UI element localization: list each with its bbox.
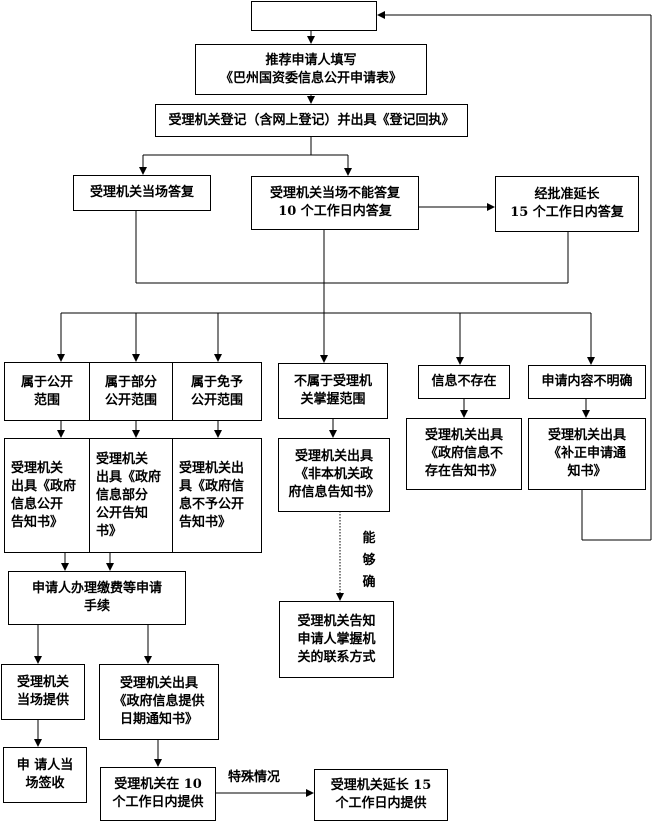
notice-notexist-box: 受理机关出具 《政府信息不 存在告知书》 — [406, 418, 522, 490]
not-in-scope-line-1: 不属于受理机 — [293, 374, 372, 389]
provide-15-box: 受理机关延长 15 个工作日内提供 — [314, 769, 448, 821]
date-notice-line-1: 受理机关出具 — [119, 676, 198, 691]
register-line-1: 受理机关登记（含网上登记）并出具《登记回执》 — [168, 112, 455, 128]
date-notice-line-2: 《政府信息提供 — [113, 694, 205, 709]
can-determine-label: 能 够 确 — [362, 528, 376, 594]
partial-scope-line-2: 公开范围 — [104, 392, 157, 408]
partial-scope-line-1: 属于部分 — [104, 374, 157, 390]
start-box — [251, 1, 377, 31]
provide-onsite-line-2: 当场提供 — [16, 693, 69, 708]
notice-nonorgan-box: 受理机关出具 《非本机关政 府信息告知书》 — [278, 438, 390, 512]
not-exist-line-1: 信息不存在 — [431, 374, 497, 389]
cannot-reply-box: 受理机关当场不能答复 10 个工作日内答复 — [251, 176, 419, 230]
notice-notexist-line-2: 《政府信息不 — [424, 446, 503, 461]
notice-nonorgan-line-2: 《非本机关政 — [294, 467, 373, 482]
notice-partial-line-2: 出具《政府 — [96, 469, 162, 485]
exempt-scope-box: 属于免予 公开范围 — [172, 362, 262, 421]
notice-partial-line-5: 书》 — [96, 523, 123, 539]
recommend-box: 推荐申请人填写 《巴州国资委信息公开申请表》 — [195, 44, 427, 95]
can-determine-char-2: 够 — [362, 553, 376, 568]
on-site-reply-box: 受理机关当场答复 — [73, 175, 211, 211]
fee-box: 申请人办理缴费等申请 手续 — [8, 571, 186, 625]
notice-partial-box: 受理机关 出具《政府 信息部分 公开告知 书》 — [89, 438, 173, 553]
notice-public-box: 受理机关 出具《政府 信息公开 告知书》 — [4, 438, 90, 553]
unclear-box: 申请内容不明确 — [528, 365, 646, 399]
notice-public-line-2: 出具《政府 — [11, 478, 77, 494]
fee-line-1: 申请人办理缴费等申请 — [31, 581, 162, 596]
can-determine-char-1: 能 — [362, 531, 376, 546]
notice-nonorgan-line-1: 受理机关出具 — [294, 449, 373, 464]
notice-public-line-1: 受理机关 — [11, 460, 64, 476]
unclear-line-1: 申请内容不明确 — [541, 374, 633, 389]
notice-partial-line-4: 公开告知 — [96, 505, 149, 521]
inform-contact-line-1: 受理机关告知 — [297, 613, 376, 629]
notice-exempt-line-2: 具《政府信 — [179, 478, 245, 494]
notice-partial-line-1: 受理机关 — [96, 451, 149, 467]
date-notice-box: 受理机关出具 《政府信息提供 日期通知书》 — [99, 664, 219, 740]
provide-onsite-box: 受理机关 当场提供 — [1, 664, 85, 720]
provide-10-line-1: 受理机关在 10 — [114, 777, 202, 792]
cannot-reply-line-1: 受理机关当场不能答复 — [269, 186, 400, 201]
inform-contact-line-3: 关的联系方式 — [297, 649, 376, 665]
notice-exempt-line-1: 受理机关出 — [179, 460, 245, 476]
notice-supplement-line-3: 知书》 — [567, 464, 607, 479]
provide-10-box: 受理机关在 10 个工作日内提供 — [100, 767, 216, 821]
not-in-scope-box: 不属于受理机 关掌握范围 — [278, 363, 388, 419]
date-notice-line-3: 日期通知书》 — [119, 712, 198, 727]
recommend-line-1: 推荐申请人填写 — [265, 52, 357, 68]
provide-15-line-1: 受理机关延长 15 — [330, 778, 432, 793]
inform-contact-box: 受理机关告知 申请人掌握机 关的联系方式 — [279, 601, 394, 678]
exempt-scope-line-2: 公开范围 — [190, 392, 243, 408]
extend-line-1: 经批准延长 — [534, 187, 600, 202]
public-scope-line-2: 范围 — [33, 392, 60, 408]
on-site-reply-line-1: 受理机关当场答复 — [89, 185, 194, 200]
extend-line-2: 15 个工作日内答复 — [510, 205, 624, 220]
notice-notexist-line-1: 受理机关出具 — [424, 428, 503, 443]
exempt-scope-line-1: 属于免予 — [190, 374, 243, 390]
notice-supplement-line-2: 《补正申请通 — [547, 446, 626, 461]
sign-line-1: 申 请人当 — [16, 758, 74, 773]
not-exist-box: 信息不存在 — [418, 365, 510, 399]
notice-partial-line-3: 信息部分 — [96, 487, 149, 503]
notice-supplement-box: 受理机关出具 《补正申请通 知书》 — [528, 418, 646, 490]
sign-box: 申 请人当 场签收 — [3, 747, 87, 803]
public-scope-line-1: 属于公开 — [20, 374, 73, 390]
notice-public-line-4: 告知书》 — [11, 514, 64, 530]
provide-15-line-2: 个工作日内提供 — [335, 796, 427, 811]
fee-line-2: 手续 — [83, 599, 110, 614]
notice-nonorgan-line-3: 府信息告知书》 — [288, 485, 380, 500]
notice-public-line-3: 信息公开 — [11, 496, 64, 512]
public-scope-box: 属于公开 范围 — [4, 362, 90, 421]
provide-onsite-line-1: 受理机关 — [16, 675, 69, 690]
not-in-scope-line-2: 关掌握范围 — [300, 392, 366, 407]
partial-scope-box: 属于部分 公开范围 — [89, 362, 173, 421]
recommend-line-2: 《巴州国资委信息公开申请表》 — [219, 70, 402, 86]
notice-supplement-line-1: 受理机关出具 — [547, 428, 626, 443]
special-case-label: 特殊情况 — [228, 770, 281, 785]
inform-contact-line-2: 申请人掌握机 — [297, 631, 376, 647]
can-determine-char-3: 确 — [362, 575, 376, 590]
extend-box: 经批准延长 15 个工作日内答复 — [495, 176, 639, 232]
notice-exempt-line-4: 告知书》 — [179, 514, 232, 530]
sign-line-2: 场签收 — [25, 776, 65, 791]
notice-exempt-line-3: 息不予公开 — [179, 496, 245, 512]
notice-notexist-line-3: 存在告知书》 — [424, 464, 503, 479]
register-box: 受理机关登记（含网上登记）并出具《登记回执》 — [155, 104, 468, 137]
notice-exempt-box: 受理机关出 具《政府信 息不予公开 告知书》 — [172, 438, 262, 553]
cannot-reply-line-2: 10 个工作日内答复 — [278, 204, 392, 219]
provide-10-line-2: 个工作日内提供 — [112, 795, 204, 810]
